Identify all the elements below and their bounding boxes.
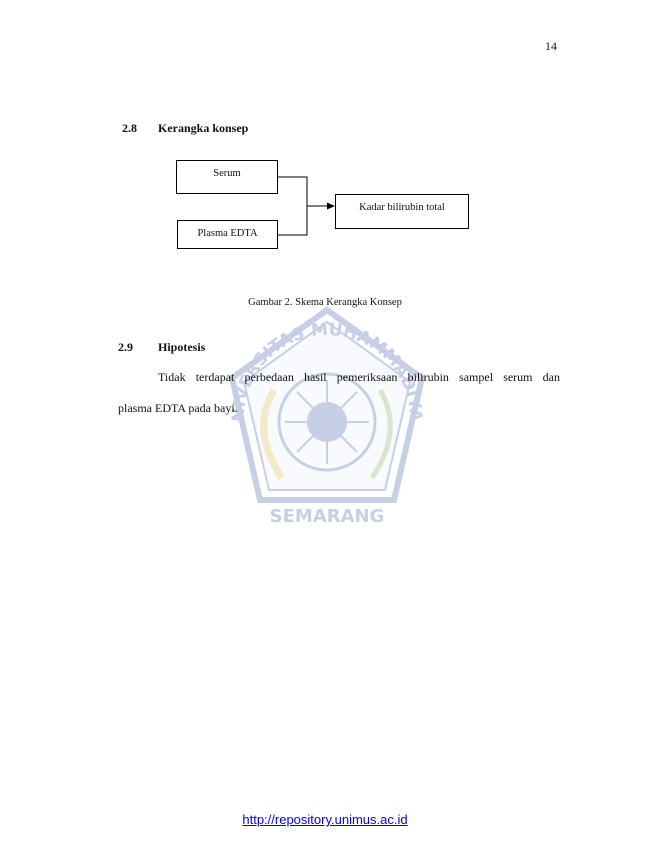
page-number: 14 — [545, 39, 557, 53]
figure-caption: Gambar 2. Skema Kerangka Konsep — [248, 297, 402, 308]
connector-plasma — [278, 206, 308, 236]
diagram-box-plasma-edta: Plasma EDTA — [177, 220, 278, 249]
arrowhead — [327, 202, 335, 210]
section-title-hipotesis: Hipotesis — [158, 340, 206, 354]
svg-text:SEMARANG: SEMARANG — [270, 506, 385, 527]
section-title-kerangka-konsep: Kerangka konsep — [158, 121, 249, 135]
hypothesis-paragraph-line-1: Tidak terdapat perbedaan hasil pemeriksa… — [158, 370, 560, 384]
university-seal-watermark: UNIVERSITAS MUHAMMADIYAH SEMARANG — [222, 300, 426, 527]
diagram-box-serum: Serum — [176, 160, 278, 194]
section-number-2-9: 2.9 — [118, 340, 133, 354]
diagram-box-plasma-label: Plasma EDTA — [197, 228, 258, 239]
repository-link[interactable]: http://repository.unimus.ac.id — [242, 812, 408, 827]
connector-serum — [278, 176, 308, 206]
section-number-2-8: 2.8 — [122, 121, 137, 135]
diagram-box-serum-label: Serum — [213, 168, 241, 179]
hypothesis-paragraph-line-2: plasma EDTA pada bayi. — [118, 401, 238, 415]
diagram-box-result-label: Kadar bilirubin total — [359, 202, 445, 213]
diagram-box-kadar-bilirubin: Kadar bilirubin total — [335, 194, 469, 229]
